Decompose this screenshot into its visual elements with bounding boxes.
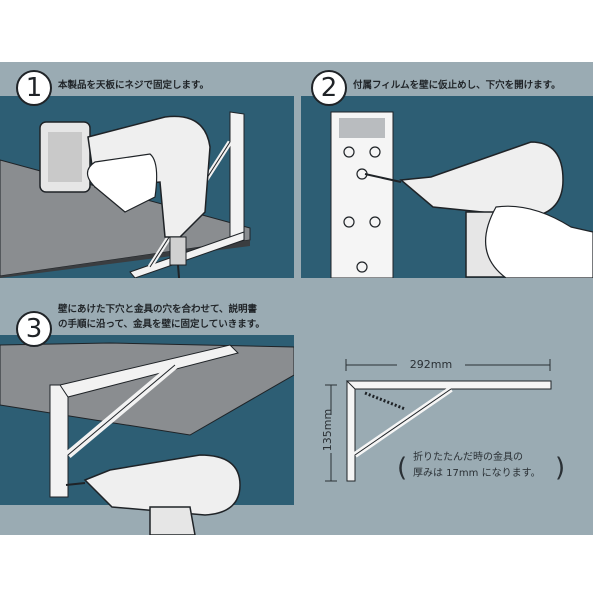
step-1-badge: 1 [16, 70, 52, 106]
bracket-side-view [345, 380, 552, 482]
step-1-panel: 1 本製品を天板にネジで固定します。 [0, 62, 294, 278]
fold-note-close-paren: ) [555, 453, 566, 483]
step-2-panel: 2 付属フィルムを壁に仮止めし、下穴を開けます。 [301, 62, 593, 278]
step-1-illustration [0, 62, 294, 278]
height-dimension-label: 135mm [321, 409, 334, 451]
width-dimension-label: 292mm [410, 358, 452, 371]
step-3-instruction-line-1: 壁にあけた下穴と金具の穴を合わせて、説明書 [58, 304, 258, 315]
step-3-instruction-line-2: の手順に沿って、金具を壁に固定していきます。 [58, 319, 265, 330]
step-1-instruction: 本製品を天板にネジで固定します。 [58, 80, 210, 91]
fold-note-line-2: 厚みは 17mm になります。 [413, 468, 541, 479]
dimension-panel: 292mm 135mm ( 折りたたんだ時の金具の 厚みは 17mm になります… [301, 285, 593, 535]
step-2-badge: 2 [311, 70, 347, 106]
step-2-instruction: 付属フィルムを壁に仮止めし、下穴を開けます。 [353, 80, 561, 91]
step-2-illustration [301, 62, 593, 278]
step-3-badge: 3 [16, 311, 52, 347]
step-3-panel: 3 壁にあけた下穴と金具の穴を合わせて、説明書 の手順に沿って、金具を壁に固定し… [0, 285, 294, 535]
dimension-drawing: 292mm 135mm [301, 285, 593, 535]
fold-note-open-paren: ( [397, 453, 408, 483]
fold-note-line-1: 折りたたんだ時の金具の [413, 452, 523, 463]
